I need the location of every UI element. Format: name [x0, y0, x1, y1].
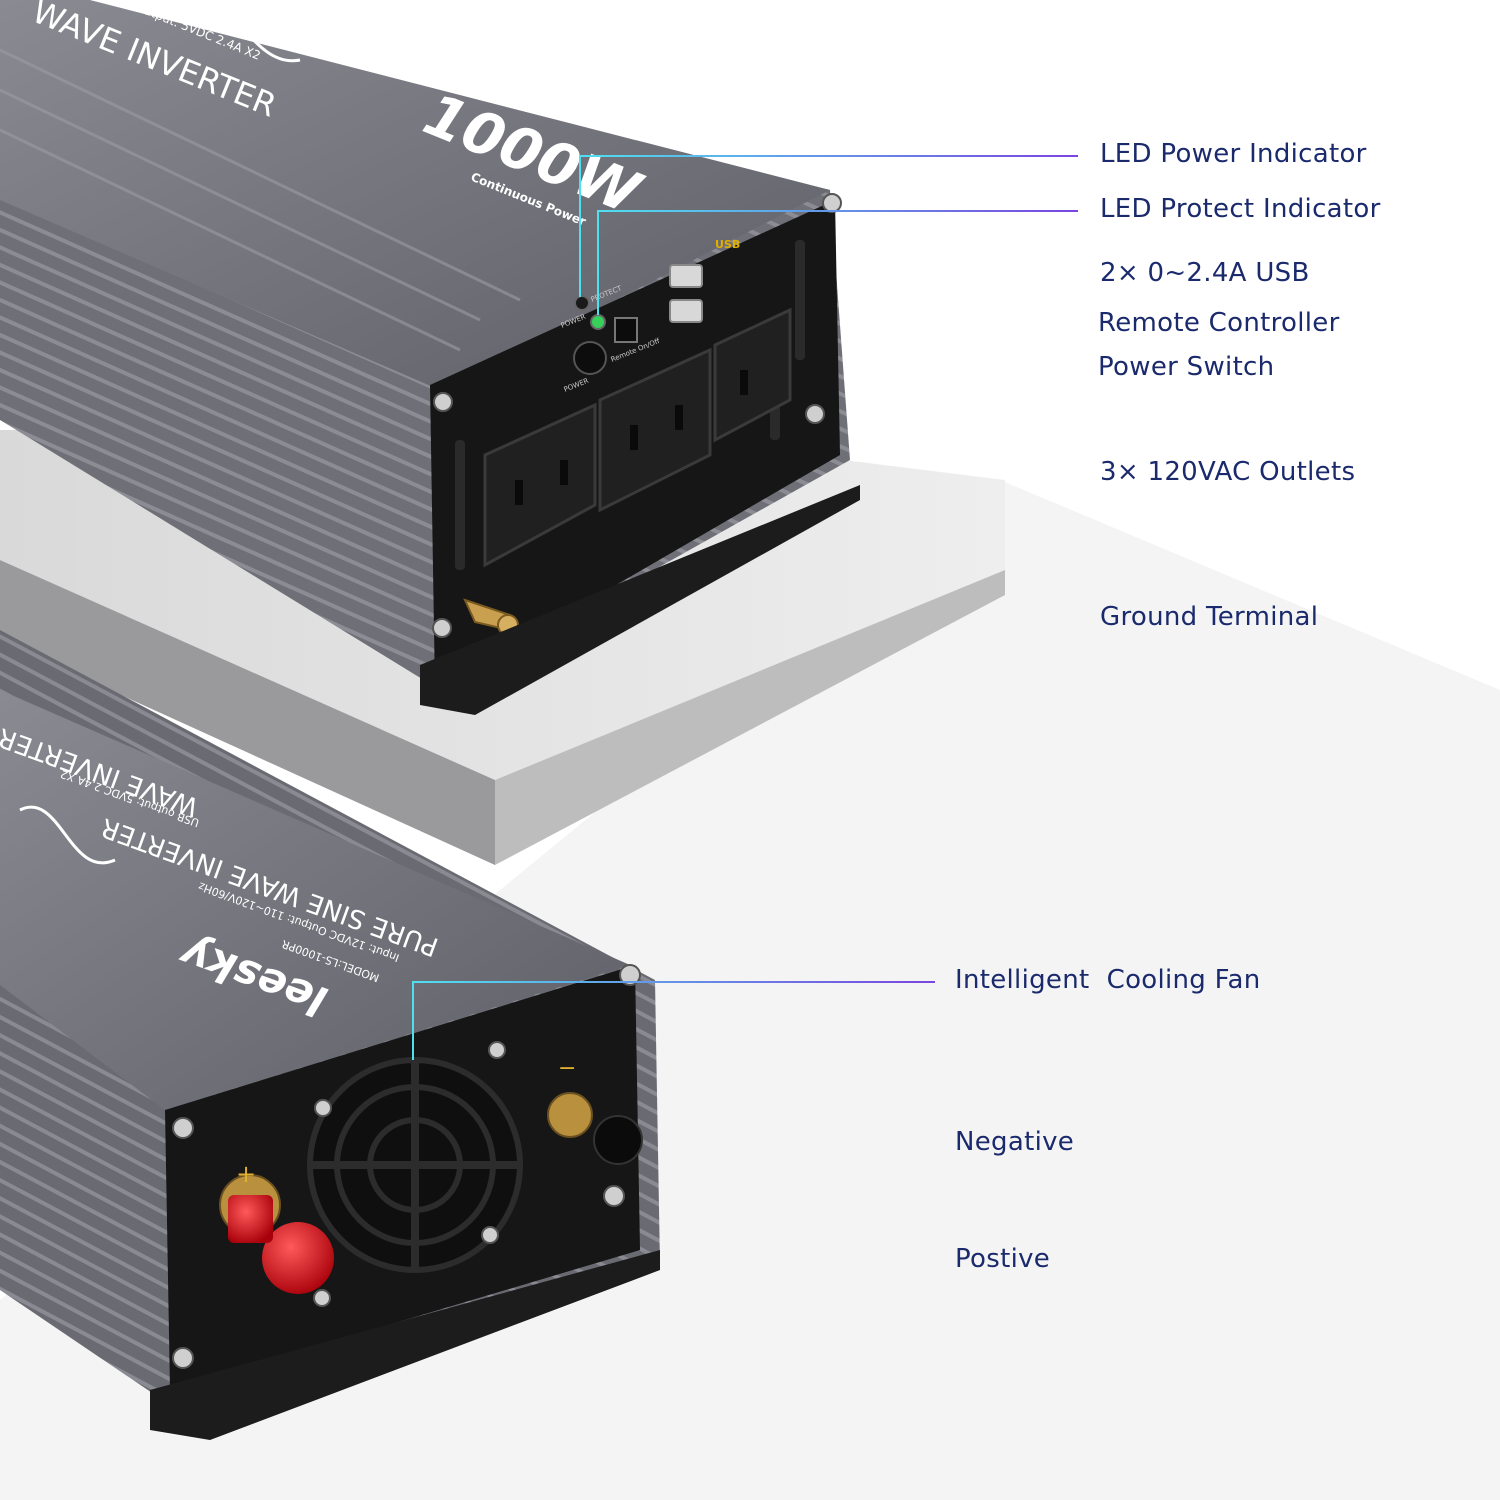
panel-vents — [455, 240, 805, 570]
callout-negative: Negative — [955, 1127, 1075, 1157]
leader-lines — [330, 155, 1078, 1261]
callout-power-switch: Power Switch — [1098, 352, 1275, 382]
leader-led-power — [579, 155, 1078, 297]
callout-led-protect: LED Protect Indicator — [1100, 194, 1381, 224]
leader-led-protect — [597, 210, 1078, 315]
callout-led-power: LED Power Indicator — [1100, 139, 1367, 169]
cooling-fan — [307, 1057, 523, 1273]
callout-remote: Remote Controller — [1098, 308, 1340, 338]
bottom-inverter: leesky PURE SINE WAVE INVERTER MODEL:LS-… — [0, 630, 660, 1440]
minus-mark: − — [558, 1056, 576, 1081]
led-protect — [590, 314, 606, 330]
callout-usb: 2× 0~2.4A USB — [1100, 258, 1310, 288]
callout-fan: Intelligent Cooling Fan — [955, 965, 1261, 995]
callout-outlets: 3× 120VAC Outlets — [1100, 457, 1356, 487]
power-switch-button — [573, 341, 607, 375]
callout-ground: Ground Terminal — [1100, 602, 1319, 632]
bottom-panel-screws — [172, 964, 641, 1369]
leader-fan — [412, 981, 935, 1060]
bottom-sine-wave-icon — [19, 805, 116, 865]
ac-outlets — [483, 307, 792, 568]
plus-mark: + — [236, 1160, 256, 1188]
led-power — [574, 295, 590, 311]
positive-terminal — [219, 1174, 334, 1294]
top-bracket — [420, 485, 860, 715]
usb-ports: USB — [669, 238, 740, 323]
panel-screws — [432, 193, 842, 638]
negative-terminal — [547, 1092, 643, 1165]
bottom-bracket — [150, 1250, 660, 1440]
callout-positive: Postive — [955, 1244, 1051, 1274]
sine-wave-icon — [198, 2, 301, 63]
usb-tag: USB — [715, 238, 740, 251]
remote-port — [614, 317, 638, 343]
